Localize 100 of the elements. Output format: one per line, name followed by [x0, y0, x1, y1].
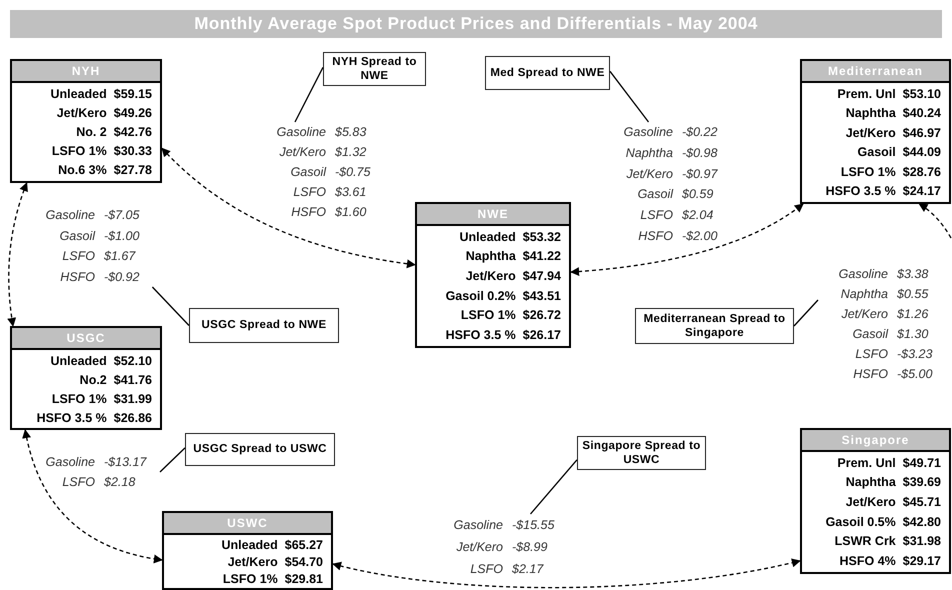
price-value: $44.09 [902, 145, 941, 160]
region-name: USGC [66, 331, 106, 345]
region-name: USWC [227, 516, 268, 530]
price-value: $59.15 [114, 86, 152, 101]
price-value: $29.81 [284, 572, 323, 586]
product-name: LSFO [61, 475, 95, 489]
spread-value: $0.59 [682, 187, 714, 202]
product-name: Prem. Unl [836, 86, 896, 101]
product-name: LSFO [61, 249, 95, 264]
price-table [162, 511, 333, 590]
spread-value: $3.61 [335, 185, 368, 199]
region-name: NYH [72, 64, 100, 78]
product-name: LSWR Crk [834, 534, 896, 548]
spread-value: -$0.97 [682, 166, 719, 181]
spread-value: -$2.00 [682, 228, 718, 243]
spread-value: -$0.22 [682, 125, 718, 140]
leader-line [294, 67, 324, 122]
product-name: Naphtha [844, 106, 896, 120]
product-name: HSFO 3.5 % [36, 410, 107, 424]
price-value: $43.51 [522, 288, 561, 303]
spread-value: $1.26 [897, 307, 930, 321]
product-name: HSFO 3.5 % [824, 184, 896, 198]
product-name: Gasoline [622, 125, 673, 140]
price-table [10, 326, 162, 430]
product-name: Naphtha [464, 249, 516, 264]
region-name: Singapore [842, 433, 910, 447]
spread-title-box: USGC Spread to USWC [185, 433, 335, 466]
spread-value: $1.32 [335, 145, 368, 159]
price-table [10, 59, 162, 183]
spread-value: -$5.00 [897, 367, 934, 381]
product-name: HSFO [852, 367, 888, 381]
leader-line [530, 459, 578, 514]
dashed-arrow [570, 203, 804, 276]
product-name: Gasoline [44, 208, 95, 222]
spread-value: -$0.92 [104, 270, 140, 284]
product-name: Naphtha [624, 146, 673, 160]
spread-value: -$7.05 [104, 208, 140, 222]
spread-value: -$15.55 [512, 518, 556, 532]
spread-value: $2.18 [104, 475, 136, 489]
product-name: Jet/Kero [56, 106, 107, 120]
spread-value: $2.04 [682, 208, 714, 222]
product-name: HSFO [59, 270, 95, 284]
product-name: LSFO [639, 208, 673, 222]
spread-value: -$8.99 [512, 540, 548, 554]
price-value: $54.70 [284, 554, 323, 568]
product-name: Jet/Kero [625, 166, 673, 181]
product-name: No. 2 [75, 124, 107, 139]
leader-line [160, 447, 186, 472]
spread-value: -$0.75 [335, 165, 372, 179]
spread-value: $5.83 [335, 125, 368, 139]
product-name: Jet/Kero [840, 307, 888, 321]
product-name: Gasoil [290, 165, 326, 179]
product-name: LSFO 1% [50, 392, 107, 406]
spread-value: $2.17 [512, 562, 545, 576]
product-name: Prem. Unl [836, 456, 896, 470]
price-value: $39.69 [902, 475, 941, 490]
dashed-arrow [918, 203, 952, 238]
product-name: LSFO 1% [840, 164, 896, 179]
product-name: Jet/Kero [455, 540, 503, 554]
product-name: Unleaded [50, 354, 107, 368]
price-value: $31.99 [114, 392, 152, 406]
product-name: Naphtha [840, 287, 888, 301]
product-name: Naphtha [844, 475, 896, 490]
product-name: No.6 3% [57, 163, 107, 178]
price-value: $30.33 [114, 144, 152, 158]
spread-value: -$13.17 [104, 455, 148, 469]
product-name: LSFO [469, 562, 503, 576]
price-value: $27.78 [114, 163, 152, 178]
leader-line [152, 286, 190, 326]
product-name: Jet/Kero [844, 495, 896, 510]
product-name: LSFO 1% [460, 308, 516, 322]
spread-value: -$1.00 [104, 228, 140, 243]
product-name: LSFO [292, 185, 326, 199]
price-value: $41.76 [114, 372, 152, 386]
price-value: $65.27 [284, 538, 323, 552]
product-name: Gasoil 0.5% [824, 514, 896, 529]
spread-value: $1.30 [897, 327, 930, 341]
product-name: Gasoline [276, 125, 326, 139]
product-name: HSFO 3.5 % [444, 328, 516, 342]
product-name: Jet/Kero [464, 269, 516, 284]
dashed-arrow [22, 429, 163, 564]
price-value: $42.80 [902, 514, 941, 529]
product-name: Gasoil [852, 327, 888, 341]
price-value: $31.98 [902, 534, 941, 548]
price-value: $24.17 [902, 184, 941, 198]
price-value: $53.10 [902, 86, 941, 101]
product-name: LSFO [854, 347, 888, 361]
price-table [415, 202, 571, 348]
spread-title-box: Mediterranean Spread to Singapore [635, 308, 794, 344]
product-name: Jet/Kero [226, 554, 278, 568]
price-value: $40.24 [902, 106, 941, 120]
price-value: $26.72 [522, 308, 561, 322]
price-value: $26.17 [522, 328, 561, 342]
product-name: No.2 [78, 372, 107, 386]
product-name: Jet/Kero [278, 145, 326, 159]
price-table [800, 428, 951, 574]
leader-line [794, 300, 818, 326]
spread-value: $0.55 [897, 287, 930, 301]
spread-title-box: USGC Spread to NWE [189, 308, 339, 343]
price-value: $28.76 [902, 164, 941, 179]
